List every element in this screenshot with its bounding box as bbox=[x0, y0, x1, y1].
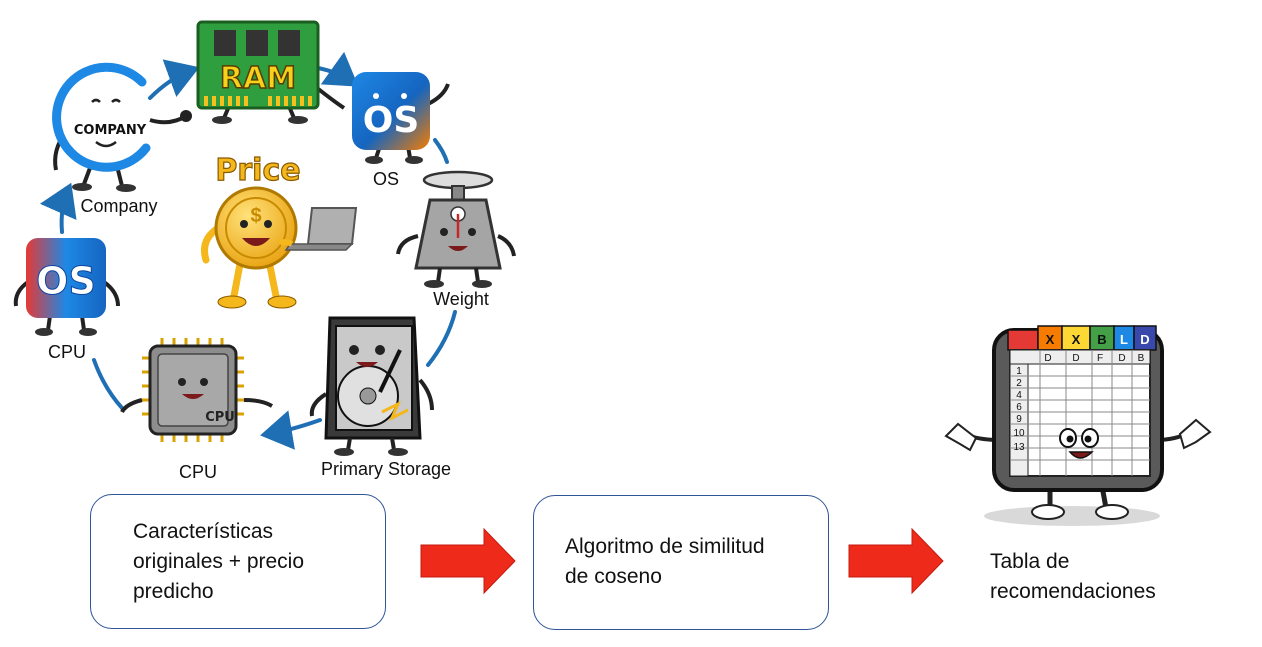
step-box-algorithm-text: Algoritmo de similitud de coseno bbox=[565, 532, 765, 592]
label-cpu-bottom: CPU bbox=[179, 462, 217, 482]
row-number-6: 10 bbox=[1013, 428, 1025, 439]
os-top-icon-text: OS bbox=[363, 100, 420, 141]
label-primary-storage: Primary Storage bbox=[321, 459, 451, 479]
step-box-features bbox=[90, 494, 386, 629]
cpu-chip-text: CPU bbox=[205, 410, 235, 425]
col-header-4: D bbox=[1118, 353, 1125, 364]
features-line-1: Características bbox=[133, 520, 274, 543]
col-header-2: D bbox=[1072, 353, 1079, 364]
row-number-7: 13 bbox=[1013, 442, 1025, 453]
tab-label-3: B bbox=[1097, 332, 1106, 347]
row-number-4: 6 bbox=[1016, 402, 1022, 413]
result-recommendations-text: Tabla de recomendaciones bbox=[990, 547, 1156, 607]
step-box-algorithm bbox=[533, 495, 829, 630]
os-left-icon-text: OS bbox=[36, 259, 96, 303]
row-number-2: 2 bbox=[1016, 378, 1022, 389]
os-left-icon bbox=[26, 238, 106, 318]
col-header-3: F bbox=[1097, 353, 1103, 364]
label-weight: Weight bbox=[433, 289, 489, 309]
price-coin bbox=[214, 186, 298, 270]
row-number-3: 4 bbox=[1016, 390, 1022, 401]
company-logo-text: COMPANY bbox=[74, 123, 147, 138]
step-box-features-text: Características originales + precio pred… bbox=[133, 517, 304, 607]
col-header-1: D bbox=[1044, 353, 1051, 364]
arrow-cpu-to-company bbox=[39, 182, 77, 234]
arrow-os-to-weight bbox=[433, 138, 449, 164]
svg-text:$: $ bbox=[250, 205, 261, 227]
result-line-2: recomendaciones bbox=[990, 580, 1156, 603]
label-company: Company bbox=[80, 196, 157, 216]
company-node: COMPANY bbox=[52, 62, 192, 192]
algorithm-line-2: de coseno bbox=[565, 565, 662, 588]
col-header-5: B bbox=[1138, 353, 1145, 364]
os-top-icon bbox=[352, 72, 430, 150]
weight-node bbox=[396, 170, 516, 288]
process-arrow-2 bbox=[848, 527, 944, 595]
cycle-arrows bbox=[39, 51, 457, 450]
features-line-2: originales + precio bbox=[133, 550, 305, 573]
algorithm-line-1: Algoritmo de similitud bbox=[565, 535, 765, 558]
arrow-storage-to-cpu bbox=[260, 410, 322, 450]
spreadsheet-character: X X B L D D D F D B 1 2 4 6 bbox=[944, 325, 1212, 526]
cpu-left-node: OS bbox=[13, 238, 120, 336]
laptop-icon bbox=[277, 207, 358, 251]
row-number-5: 9 bbox=[1016, 414, 1022, 425]
label-cpu-left: CPU bbox=[48, 342, 86, 362]
result-line-1: Tabla de bbox=[990, 550, 1070, 573]
arrow-company-to-ram bbox=[148, 59, 200, 100]
arrow-weight-to-storage bbox=[426, 310, 457, 367]
tab-label-2: X bbox=[1072, 332, 1081, 347]
tab-label-1: X bbox=[1046, 332, 1055, 347]
label-os: OS bbox=[373, 169, 399, 189]
price-title: Price bbox=[215, 153, 300, 188]
price-node: Price $ bbox=[201, 152, 358, 309]
arrow-cpu-to-cpu bbox=[92, 358, 124, 410]
features-line-3: predicho bbox=[133, 580, 214, 603]
ram-node: RAM bbox=[196, 20, 346, 124]
tab-label-4: L bbox=[1120, 332, 1128, 347]
primary-storage-node bbox=[309, 316, 434, 456]
spreadsheet-tabs: X X B L D bbox=[1007, 325, 1157, 351]
process-arrow-1 bbox=[420, 527, 516, 595]
os-top-node: OS bbox=[352, 72, 450, 164]
cpu-bottom-node: CPU bbox=[120, 338, 274, 442]
company-c-ring bbox=[52, 62, 151, 172]
ram-chip-text: RAM bbox=[220, 61, 296, 96]
arrow-ram-to-os bbox=[316, 51, 359, 87]
row-number-1: 1 bbox=[1016, 366, 1022, 377]
tab-label-5: D bbox=[1140, 332, 1149, 347]
